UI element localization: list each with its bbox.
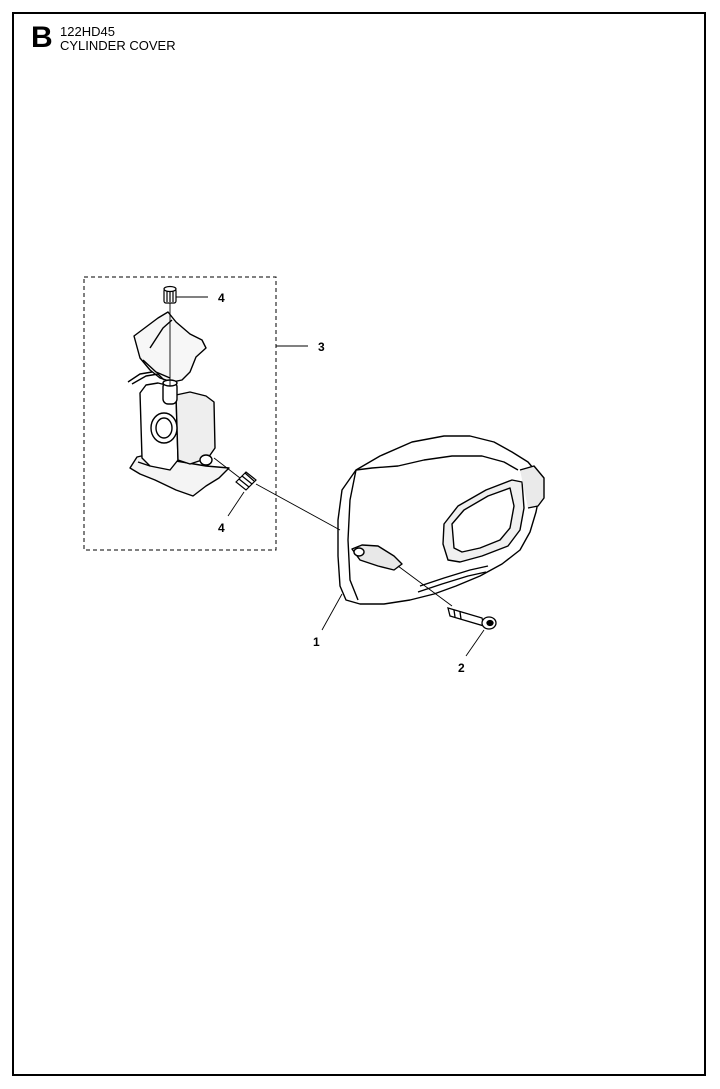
- part-4-sleeve-top: [163, 285, 177, 304]
- part-3-holder: [127, 311, 230, 497]
- callout-2: 2: [458, 661, 465, 675]
- section-letter: B: [31, 21, 53, 54]
- part-2-screw: [447, 607, 497, 630]
- callout-4-bottom: 4: [218, 521, 225, 535]
- leader-lines: [169, 296, 485, 657]
- part-4-sleeve-bottom: [235, 471, 257, 491]
- callout-1: 1: [313, 635, 320, 649]
- model-number: 122HD45: [60, 24, 115, 39]
- callout-3: 3: [318, 340, 325, 354]
- diagram-title: CYLINDER COVER: [60, 38, 176, 53]
- callout-4-top: 4: [218, 291, 225, 305]
- part-1-cylinder-cover: [337, 435, 545, 605]
- page-frame: [12, 12, 706, 1076]
- assembly-group-box: [83, 276, 277, 551]
